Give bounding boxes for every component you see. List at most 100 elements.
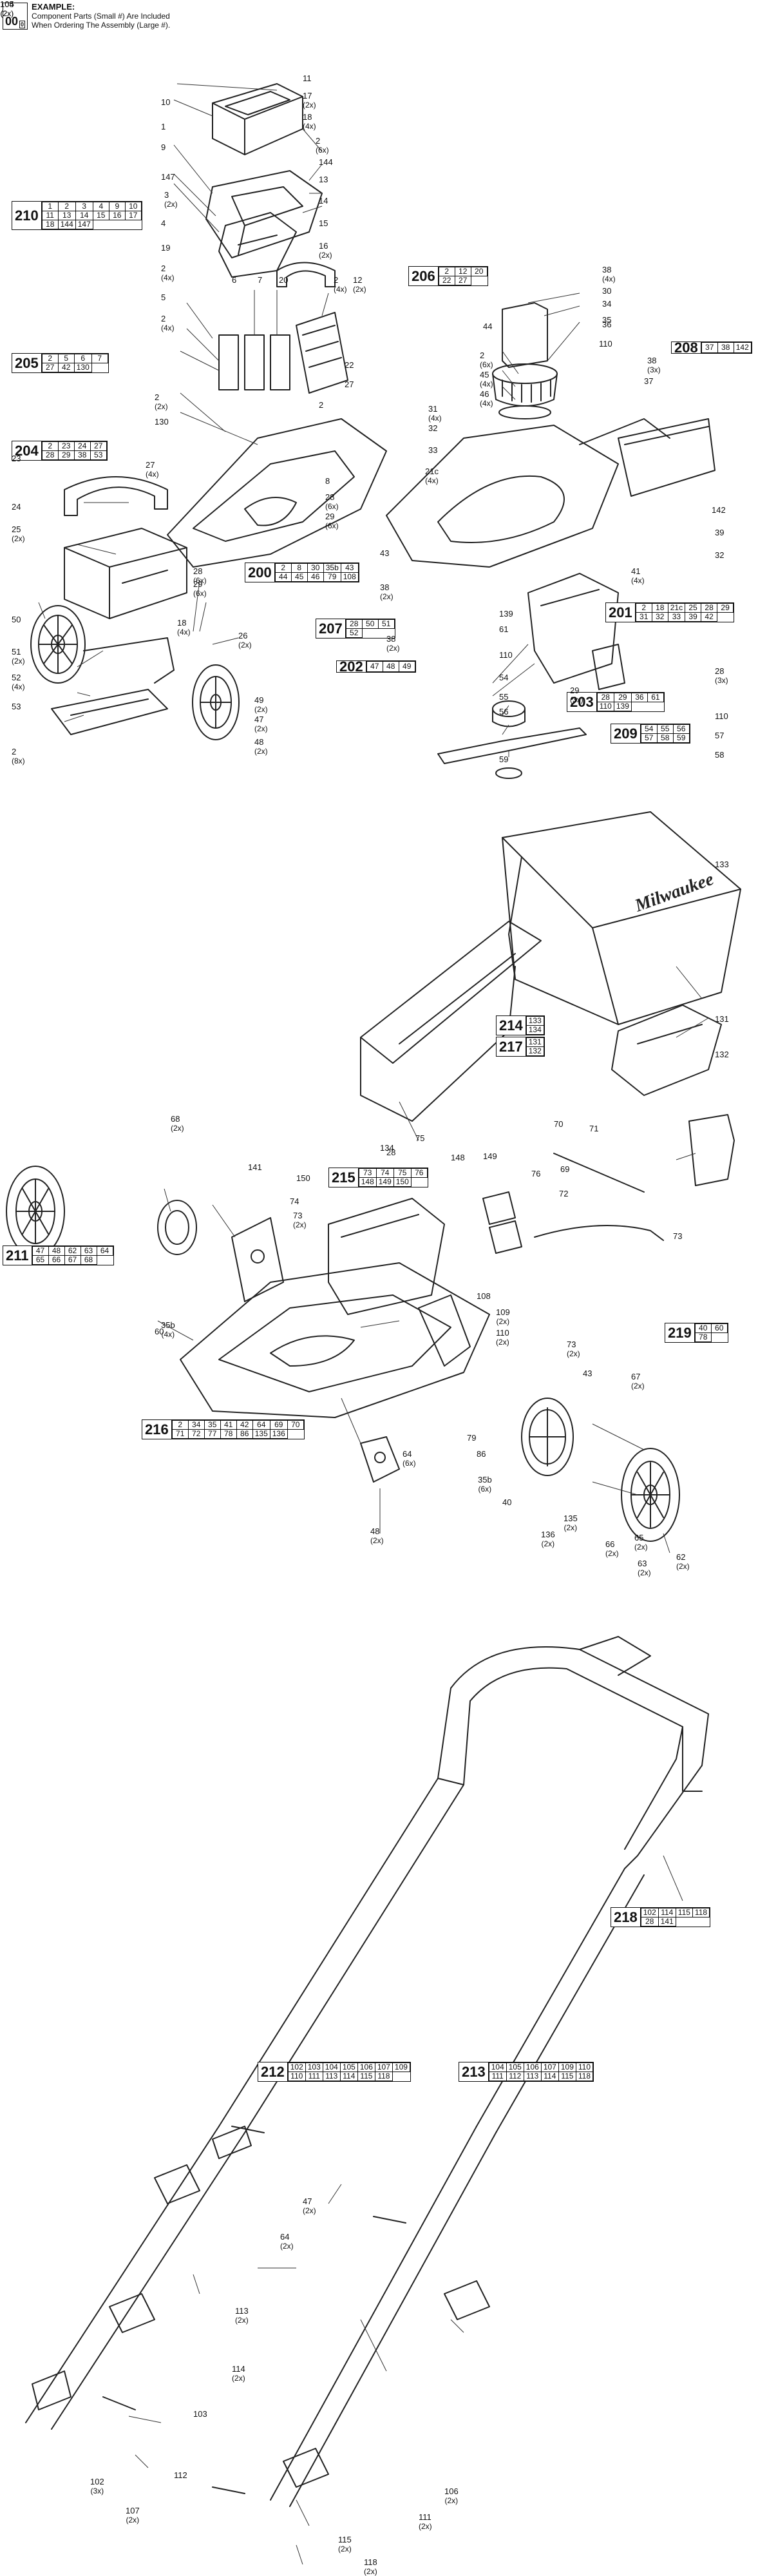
assembly-number: 209 xyxy=(611,724,641,743)
part-callout: 39 xyxy=(715,528,724,537)
component-number: 29 xyxy=(717,603,734,613)
part-quantity: (2x) xyxy=(254,705,268,714)
component-number: 150 xyxy=(393,1177,412,1187)
part-number: 29 xyxy=(325,512,335,521)
component-number: 79 xyxy=(323,572,341,582)
part-number: 107 xyxy=(126,2506,140,2515)
component-number: 5 xyxy=(57,354,75,363)
component-number: 18 xyxy=(41,220,59,229)
component-number: 86 xyxy=(236,1429,253,1439)
part-callout: 22 xyxy=(345,361,354,370)
part-number: 134 xyxy=(380,1143,394,1153)
part-callout: 7 xyxy=(258,276,262,285)
part-quantity: (6x) xyxy=(193,576,207,585)
part-callout: 133 xyxy=(715,860,729,869)
part-quantity: (3x) xyxy=(647,365,661,374)
part-number: 115 xyxy=(338,2535,352,2544)
component-number: 50 xyxy=(361,619,379,629)
component-number: 131 xyxy=(526,1037,544,1047)
component-number: 63 xyxy=(80,1246,97,1256)
part-callout: 150 xyxy=(296,1174,310,1183)
component-number: 2 xyxy=(274,563,292,573)
component-number: 106 xyxy=(523,2062,542,2072)
part-number: 114 xyxy=(232,2364,245,2374)
assembly-number: 216 xyxy=(142,1420,172,1439)
part-quantity: (2x) xyxy=(605,1549,619,1558)
part-number: 63 xyxy=(638,1559,647,1568)
part-quantity: (6x) xyxy=(478,1485,492,1494)
upper-housing-drawing xyxy=(205,170,323,258)
component-number: 56 xyxy=(672,724,690,734)
part-quantity: (8x) xyxy=(12,756,25,765)
part-callout: 55 xyxy=(499,693,508,702)
upper-handle-drawing xyxy=(437,1636,709,1869)
component-number: 9 xyxy=(108,202,126,211)
component-number: 6 xyxy=(73,354,92,363)
part-quantity: (2x) xyxy=(280,2242,294,2251)
part-number: 41 xyxy=(631,566,641,576)
component-number: 78 xyxy=(694,1332,712,1342)
part-number: 22 xyxy=(345,360,354,370)
part-callout: 37 xyxy=(644,377,653,386)
part-callout: 38(2x) xyxy=(386,635,400,653)
part-quantity: (2x) xyxy=(171,1124,184,1133)
part-callout: 4 xyxy=(161,219,166,228)
component-number: 114 xyxy=(658,1908,676,1918)
component-number: 33 xyxy=(667,612,686,622)
part-callout: 11 xyxy=(303,74,312,83)
part-number: 141 xyxy=(248,1162,262,1172)
part-callout: 38(3x) xyxy=(647,356,661,375)
component-number: 13 xyxy=(57,211,76,220)
part-number: 47 xyxy=(254,715,264,724)
part-callout: 35b(4x) xyxy=(161,1321,175,1340)
part-number: 28 xyxy=(715,666,725,676)
component-number: 2 xyxy=(438,267,455,276)
part-quantity: (3x) xyxy=(715,676,728,685)
component-number: 57 xyxy=(640,733,658,743)
part-quantity: (2x) xyxy=(303,101,316,110)
part-number: 48 xyxy=(254,737,264,747)
component-number: 42 xyxy=(701,612,718,622)
part-number: 142 xyxy=(712,505,726,515)
component-number: 1 xyxy=(41,202,59,211)
part-number: 71 xyxy=(589,1124,599,1133)
component-number: 17 xyxy=(124,211,142,220)
part-callout: 2(4x) xyxy=(161,264,175,283)
part-callout: 105(2x) xyxy=(0,0,14,18)
part-quantity: (4x) xyxy=(480,380,493,389)
part-callout: 43 xyxy=(583,1369,592,1378)
part-quantity: (4x) xyxy=(480,399,493,408)
part-callout: 27 xyxy=(345,380,354,389)
component-number: 132 xyxy=(526,1046,544,1056)
component-number: 24 xyxy=(73,441,91,451)
component-number: 102 xyxy=(287,2062,306,2072)
assembly-number: 204 xyxy=(12,441,42,460)
part-number: 28 xyxy=(193,566,203,576)
part-callout: 115(2x) xyxy=(338,2535,352,2554)
part-callout: 49(2x) xyxy=(254,696,268,715)
part-number: 37 xyxy=(644,376,654,386)
part-callout: 52(4x) xyxy=(12,673,25,692)
part-callout: 136(2x) xyxy=(541,1530,555,1549)
left-rear-wheel-drawing xyxy=(30,605,86,684)
part-number: 21c xyxy=(425,466,439,476)
part-callout: 104(2x) xyxy=(0,0,14,18)
component-number: 112 xyxy=(506,2071,524,2081)
part-number: 2 xyxy=(161,314,166,323)
part-quantity: (2x) xyxy=(254,747,268,756)
part-callout: 32 xyxy=(428,424,437,433)
part-number: 67 xyxy=(631,1372,641,1381)
part-callout: 36 xyxy=(602,320,611,329)
component-number: 54 xyxy=(640,724,658,734)
part-callout: 73(2x) xyxy=(293,1211,307,1230)
part-callout: 2(4x) xyxy=(161,314,175,333)
part-number: 4 xyxy=(161,218,166,228)
part-quantity: (4x) xyxy=(12,682,25,691)
